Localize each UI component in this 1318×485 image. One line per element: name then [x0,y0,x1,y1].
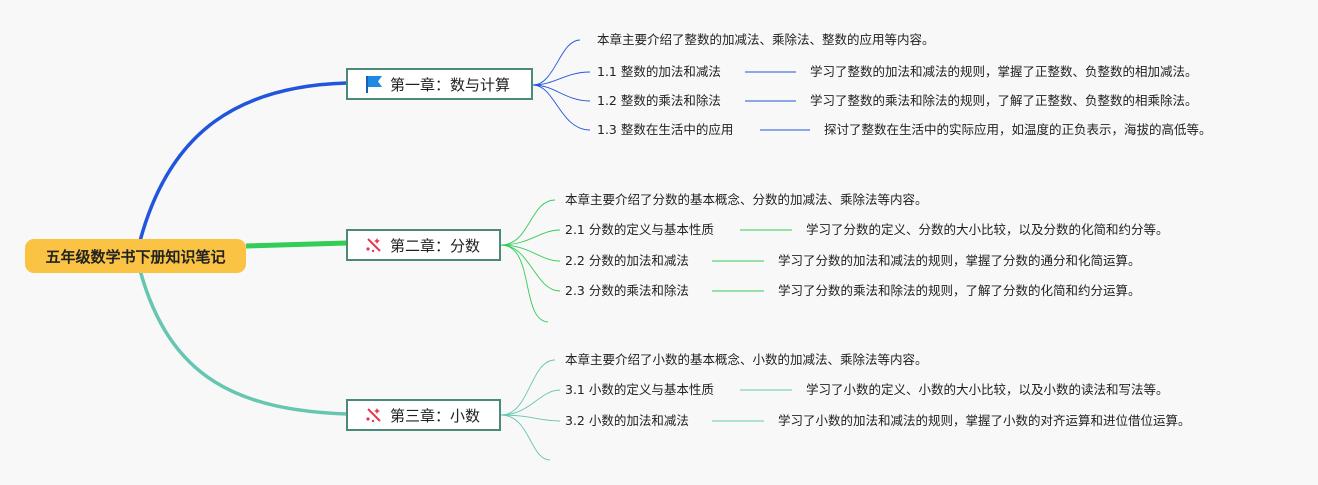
chapter-summary[interactable]: 本章主要介绍了分数的基本概念、分数的加减法、乘除法等内容。 [565,192,928,207]
section-title[interactable]: 2.3 分数的乘法和除法 [565,283,689,298]
chapter-summary[interactable]: 本章主要介绍了小数的基本概念、小数的加减法、乘除法等内容。 [565,352,928,367]
root-topic[interactable]: 五年级数学书下册知识笔记 [25,239,246,273]
section-note[interactable]: 学习了分数的定义、分数的大小比较，以及分数的化简和约分等。 [806,222,1169,237]
section-title[interactable]: 1.3 整数在生活中的应用 [597,122,734,137]
section-title[interactable]: 2.1 分数的定义与基本性质 [565,222,714,237]
section-title[interactable]: 3.1 小数的定义与基本性质 [565,382,714,397]
ch1-sub-lines [532,39,810,131]
ch2-sub-lines [500,199,792,323]
branch-line-ch2 [245,240,348,249]
chapter-summary[interactable]: 本章主要介绍了整数的加减法、乘除法、整数的应用等内容。 [597,32,935,47]
section-title[interactable]: 3.2 小数的加法和减法 [565,413,689,428]
chapter-title: 第三章：小数 [390,406,481,425]
root-topic-label: 五年级数学书下册知识笔记 [45,247,226,266]
chapter-title: 第一章：数与计算 [390,75,511,94]
branch-line-ch3 [138,269,348,416]
flag-icon [364,74,384,94]
section-note[interactable]: 学习了分数的乘法和除法的规则，了解了分数的化简和约分运算。 [778,283,1141,298]
chapter-node-3[interactable]: 第三章：小数 [346,399,501,431]
section-title[interactable]: 1.1 整数的加法和减法 [597,64,721,79]
section-note[interactable]: 学习了整数的乘法和除法的规则，了解了正整数、负整数的相乘除法。 [810,93,1198,108]
branch-line-ch1 [138,81,348,242]
section-note[interactable]: 学习了整数的加法和减法的规则，掌握了正整数、负整数的相加减法。 [810,64,1198,79]
section-note[interactable]: 学习了小数的定义、小数的大小比较，以及小数的读法和写法等。 [806,382,1169,397]
section-note[interactable]: 学习了分数的加法和减法的规则，掌握了分数的通分和化简运算。 [778,253,1141,268]
section-note[interactable]: 探讨了整数在生活中的实际应用，如温度的正负表示，海拔的高低等。 [824,122,1212,137]
chapter-node-1[interactable]: 第一章：数与计算 [346,68,533,100]
chapter-node-2[interactable]: 第二章：分数 [346,229,501,261]
chapter-title: 第二章：分数 [390,236,481,255]
section-note[interactable]: 学习了小数的加法和减法的规则，掌握了小数的对齐运算和进位借位运算。 [778,413,1191,428]
section-title[interactable]: 1.2 整数的乘法和除法 [597,93,721,108]
magic-wand-icon [364,405,384,425]
section-title[interactable]: 2.2 分数的加法和减法 [565,253,689,268]
ch3-sub-lines [500,359,792,461]
magic-wand-icon [364,235,384,255]
